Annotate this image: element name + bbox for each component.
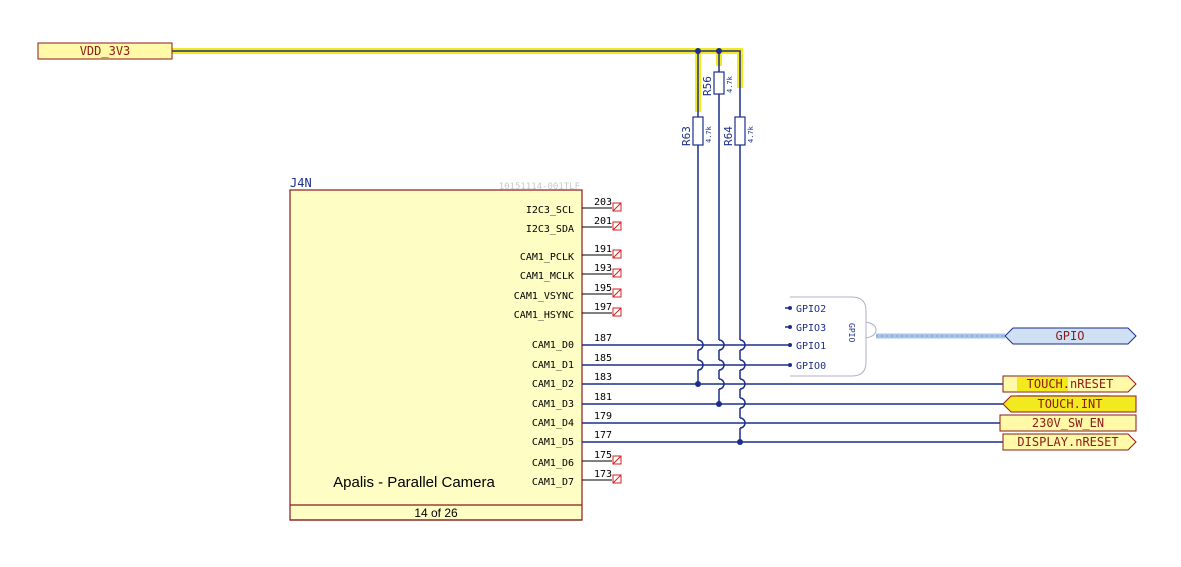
pin-number: 197 xyxy=(594,302,612,313)
component-page: 14 of 26 xyxy=(414,506,458,520)
port-label: TOUCH.nRESET xyxy=(1027,377,1114,391)
power-port-vdd[interactable]: VDD_3V3 xyxy=(37,42,173,60)
gpio-harness[interactable]: GPIO2 GPIO3 GPIO1 GPIO0 GPIO xyxy=(788,296,1005,377)
pin-number: 183 xyxy=(594,372,612,383)
harness-entry: GPIO2 xyxy=(796,304,826,315)
pin-number: 175 xyxy=(594,450,612,461)
no-connect-marker xyxy=(612,202,622,212)
pin-number: 179 xyxy=(594,411,612,422)
signal-wires xyxy=(582,307,1003,443)
port-230v-sw-en[interactable]: 230V_SW_EN xyxy=(999,414,1137,432)
port-touch-int[interactable]: TOUCH.INT xyxy=(1002,395,1137,413)
no-connect-marker xyxy=(612,288,622,298)
port-touch-nreset[interactable]: TOUCH.nRESET xyxy=(1002,375,1137,393)
pin-number: 173 xyxy=(594,469,612,480)
harness-name: GPIO xyxy=(847,323,856,342)
pin-number: 177 xyxy=(594,430,612,441)
port-label: TOUCH.INT xyxy=(1037,397,1102,411)
port-display-nreset[interactable]: DISPLAY.nRESET xyxy=(1002,433,1137,451)
pin-number: 187 xyxy=(594,333,612,344)
pin-number: 203 xyxy=(594,197,612,208)
vdd-net-wires xyxy=(172,50,741,117)
no-connect-marker xyxy=(612,307,622,317)
pin-name: CAM1_VSYNC xyxy=(514,291,574,302)
port-label: DISPLAY.nRESET xyxy=(1017,435,1118,449)
harness-entry: GPIO3 xyxy=(796,323,826,334)
resistor-r63[interactable]: R63 4.7k xyxy=(680,116,713,146)
junction-dot xyxy=(737,439,743,445)
pullup-wires xyxy=(697,100,746,442)
harness-entry: GPIO0 xyxy=(796,361,826,372)
resistor-refdes: R63 xyxy=(680,126,693,146)
pin-name: CAM1_HSYNC xyxy=(514,310,574,321)
pin-number: 195 xyxy=(594,283,612,294)
resistor-refdes: R64 xyxy=(722,126,735,146)
power-port-label: VDD_3V3 xyxy=(80,44,131,58)
component-part-number: 10151114-001TLF xyxy=(499,182,580,192)
pin-name: CAM1_PCLK xyxy=(520,252,574,263)
pin-number: 185 xyxy=(594,353,612,364)
pin-name: CAM1_D7 xyxy=(532,477,574,488)
resistor-refdes: R56 xyxy=(701,76,714,96)
resistor-value: 4.7k xyxy=(747,125,755,143)
resistor-value: 4.7k xyxy=(726,75,734,93)
pin-number: 191 xyxy=(594,244,612,255)
pin-name: I2C3_SDA xyxy=(526,224,574,235)
vdd-net-highlight xyxy=(172,48,743,112)
no-connect-marker xyxy=(612,455,622,465)
pin-name: CAM1_D6 xyxy=(532,458,574,469)
no-connect-marker xyxy=(612,474,622,484)
pin-name: CAM1_D3 xyxy=(532,399,574,410)
pin-name: CAM1_D0 xyxy=(532,340,574,351)
resistor-value: 4.7k xyxy=(705,125,713,143)
no-connect-markers xyxy=(612,202,622,484)
junction-dot xyxy=(695,381,701,387)
pin-name: I2C3_SCL xyxy=(526,205,574,216)
junction-dot xyxy=(716,48,722,54)
pin-name: CAM1_MCLK xyxy=(520,271,574,282)
resistor-r56[interactable]: R56 4.7k xyxy=(701,71,734,100)
junction-dot xyxy=(716,401,722,407)
port-label: GPIO xyxy=(1056,329,1085,343)
no-connect-marker xyxy=(612,268,622,278)
pin-list: I2C3_SCL 203 I2C3_SDA 201 CAM1_PCLK 191 … xyxy=(514,197,612,488)
pin-name: CAM1_D5 xyxy=(532,437,574,448)
component-j4n[interactable]: J4N 10151114-001TLF Apalis - Parallel Ca… xyxy=(289,176,583,521)
no-connect-marker xyxy=(612,249,622,259)
pin-number: 201 xyxy=(594,216,612,227)
pin-name: CAM1_D1 xyxy=(532,360,574,371)
component-title: Apalis - Parallel Camera xyxy=(333,474,495,491)
junction-dot xyxy=(695,48,701,54)
component-refdes: J4N xyxy=(290,176,312,190)
resistor-r64[interactable]: R64 4.7k xyxy=(722,116,755,146)
pin-name: CAM1_D4 xyxy=(532,418,574,429)
pin-name: CAM1_D2 xyxy=(532,379,574,390)
port-gpio[interactable]: GPIO xyxy=(1004,327,1137,345)
pin-number: 193 xyxy=(594,263,612,274)
port-label: 230V_SW_EN xyxy=(1032,416,1104,430)
no-connect-marker xyxy=(612,221,622,231)
harness-entry: GPIO1 xyxy=(796,341,826,352)
pin-number: 181 xyxy=(594,392,612,403)
